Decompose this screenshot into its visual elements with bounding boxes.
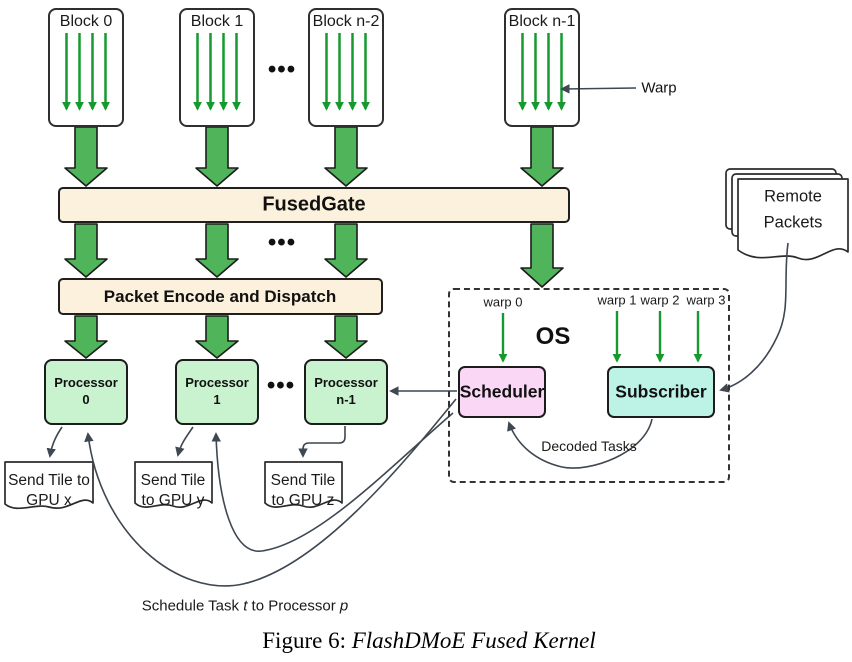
schedule-curve-p0: [84, 398, 457, 587]
block-n-2: [308, 8, 384, 127]
schedule-task-p: p: [339, 597, 349, 615]
processor-1-line1: Processor: [185, 375, 249, 390]
note-z-label: Send Tile to GPU z: [271, 471, 336, 511]
remote-packets-stack: [725, 168, 849, 261]
os-warp-2-label: warp 2: [640, 292, 680, 308]
schedule-task-pre: Schedule Task: [141, 597, 244, 615]
os-warp-3-label: warp 3: [686, 292, 726, 308]
note-send-tile-x: [4, 461, 94, 510]
schedule-task-t: t: [243, 597, 248, 615]
processor-0-label: Processor 0: [54, 374, 118, 408]
block-warp-arrows: [62, 33, 566, 111]
processor-0-line1: Processor: [54, 375, 118, 390]
pn1-to-note-arrow: [298, 426, 346, 458]
note-z-line2: to GPU z: [271, 492, 335, 509]
note-y-line2: to GPU y: [141, 492, 205, 509]
remote-to-subscriber-arrow: [719, 242, 789, 393]
subscriber-label: Subscriber: [615, 381, 707, 402]
block-1-label: Block 1: [190, 13, 244, 30]
os-warp-0-label: warp 0: [483, 294, 523, 310]
note-send-tile-z: [264, 461, 343, 509]
note-x-line2: GPU x: [26, 492, 72, 509]
processor-1-label: Processor 1: [185, 374, 249, 408]
ellipsis-blocks: •••: [267, 56, 297, 83]
note-x-line1: Send Tile to: [8, 472, 90, 489]
processor-n1-line1: Processor: [314, 375, 378, 390]
note-x-label: Send Tile to GPU x: [8, 471, 90, 511]
big-flow-arrows: [64, 126, 564, 359]
connector-lines: [46, 84, 789, 587]
schedule-curve-p1: [211, 412, 454, 552]
warp-pointer-arrow: [560, 84, 637, 94]
schedule-task-label: Schedule Task t to Processor p: [142, 598, 349, 615]
os-warp-1-label: warp 1: [597, 292, 637, 308]
p0-to-note-arrow: [46, 426, 63, 458]
processor-n1-line2: n-1: [336, 392, 356, 407]
block-n2-label: Block n-2: [312, 13, 380, 30]
remote-packets-line2: Packets: [763, 213, 823, 232]
document-shapes: [4, 168, 849, 510]
os-warp-arrows: [498, 311, 703, 363]
processor-n1-label: Processor n-1: [314, 374, 378, 408]
ellipsis-gate: •••: [267, 229, 297, 256]
processor-1: [175, 359, 259, 425]
p1-to-note-arrow: [175, 426, 194, 457]
packet-encode-label: Packet Encode and Dispatch: [103, 287, 337, 306]
block-1: [179, 8, 255, 127]
processor-1-line2: 1: [213, 392, 221, 407]
scheduler-label: Scheduler: [459, 381, 545, 402]
decoded-tasks-arrow: [507, 418, 653, 469]
figure-caption-title: FlashDMoE Fused Kernel: [351, 628, 596, 653]
block-0-label: Block 0: [59, 13, 113, 30]
processor-n-1: [304, 359, 388, 425]
fused-gate-label: FusedGate: [262, 193, 366, 216]
note-z-line1: Send Tile: [270, 472, 336, 489]
note-y-line1: Send Tile: [140, 472, 206, 489]
processor-0: [44, 359, 128, 425]
fused-gate-box: [58, 187, 570, 223]
block-0: [48, 8, 124, 127]
remote-packets-line1: Remote: [764, 187, 822, 206]
ellipsis-processors: •••: [266, 372, 296, 399]
figure-caption: Figure 6: FlashDMoE Fused Kernel: [262, 628, 595, 654]
decoded-tasks-label: Decoded Tasks: [541, 438, 637, 454]
note-send-tile-y: [134, 461, 213, 509]
subscriber-box: [607, 366, 715, 418]
os-title: OS: [535, 323, 571, 350]
processor-0-line2: 0: [82, 392, 90, 407]
schedule-task-mid: to Processor: [247, 597, 340, 615]
note-y-label: Send Tile to GPU y: [141, 471, 206, 511]
figure-caption-prefix: Figure 6:: [262, 628, 352, 653]
os-region-box: [448, 288, 730, 483]
packet-encode-box: [58, 278, 383, 315]
remote-packets-page: [737, 178, 849, 261]
block-n1-label: Block n-1: [508, 13, 576, 30]
scheduler-box: [458, 366, 546, 418]
warp-pointer-label: Warp: [641, 79, 677, 97]
block-n-1: [504, 8, 580, 127]
